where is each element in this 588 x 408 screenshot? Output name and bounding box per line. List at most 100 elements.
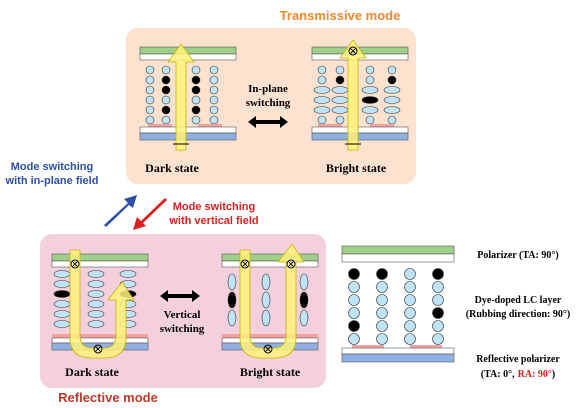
lc-molecule (317, 65, 327, 75)
lc-molecule (161, 95, 171, 105)
lc-molecule (348, 294, 360, 306)
legend-lc-line2: (Rubbing direction: 90°) (466, 309, 570, 320)
transmissive-title: Transmissive mode (280, 8, 401, 23)
lc-molecule (209, 95, 219, 105)
lc-molecule (53, 270, 71, 278)
top-glass (221, 260, 319, 268)
legend-lc-line1: Dye-doped LC layer (475, 295, 562, 306)
lc-molecules (313, 65, 401, 125)
lc-molecule (432, 268, 444, 280)
top-glass (51, 260, 149, 268)
lc-molecule (365, 65, 375, 75)
lc-molecule (383, 106, 401, 114)
lc-molecule (313, 96, 331, 104)
cross-circle-icon (348, 46, 358, 56)
bottom-polarizer (311, 132, 409, 141)
inplane-line2: with in-plane field (5, 175, 99, 187)
lc-molecule (191, 95, 201, 105)
lc-molecule (161, 85, 171, 95)
blue-up-arrow-icon (104, 195, 137, 227)
electrode (198, 124, 222, 127)
beam-arrow-icon (167, 43, 195, 151)
double-arrow-icon (248, 116, 288, 128)
legend-refl-line1: Reflective polarizer (476, 354, 560, 365)
vertical-line1: Mode switching (173, 201, 256, 213)
electrode (410, 345, 442, 348)
top-polarizer (51, 253, 149, 262)
reflective-dark-cell: Dark state (51, 249, 149, 379)
cross-circle-icon (263, 344, 273, 354)
legend-refl-prefix: (TA: 0°, (481, 369, 515, 380)
legend-refl-ra: RA: 90° (518, 369, 552, 380)
lc-molecule (161, 75, 171, 85)
lc-molecule (376, 294, 388, 306)
lc-molecule (376, 320, 388, 332)
lc-molecule (191, 85, 201, 95)
lc-molecule (227, 273, 237, 291)
electrode (318, 124, 342, 127)
lc-molecule (145, 65, 155, 75)
lc-molecule (404, 320, 416, 332)
legend-glass-swatch (341, 347, 455, 355)
beam-arrow-icon (239, 243, 305, 359)
double-arrow-icon (160, 290, 200, 302)
lc-molecule (365, 115, 375, 125)
lc-molecule (145, 85, 155, 95)
lc-molecules (227, 273, 309, 327)
lc-molecule (261, 309, 271, 327)
lc-molecule (432, 281, 444, 293)
lc-molecules (53, 270, 137, 328)
legend-glass-swatch (341, 253, 455, 263)
reflective-dark-label: Dark state (65, 365, 119, 379)
lc-molecule (387, 75, 397, 85)
lc-molecule (432, 333, 444, 345)
electrode (222, 334, 318, 338)
lc-molecule (209, 65, 219, 75)
lc-molecule (87, 280, 105, 288)
lc-molecule (317, 115, 327, 125)
lc-molecule (145, 75, 155, 85)
lc-molecule (145, 95, 155, 105)
lc-molecule (404, 333, 416, 345)
lc-molecule (261, 273, 271, 291)
reflective-panel: Reflective mode Dark state Vertical (40, 234, 326, 405)
lc-molecule (191, 65, 201, 75)
lc-molecule (348, 333, 360, 345)
transmissive-bright-cell: Bright state (311, 39, 409, 175)
lc-molecule (383, 86, 401, 94)
lc-molecule (227, 309, 237, 327)
electrode (148, 124, 172, 127)
lc-molecule (404, 281, 416, 293)
bottom-glass (311, 126, 409, 134)
switch-line1: Vertical (164, 309, 201, 321)
top-polarizer (221, 253, 319, 262)
lc-molecule (299, 273, 309, 291)
legend-refl-suffix: ) (552, 369, 555, 380)
legend: Polarizer (TA: 90°) Dye-doped LC layer (… (341, 245, 570, 380)
lc-molecule (317, 75, 327, 85)
vertical-line2: with vertical field (168, 215, 258, 227)
vertical-switching: Vertical switching (160, 290, 205, 335)
lc-molecule (387, 115, 397, 125)
lc-molecule (53, 300, 71, 308)
lc-molecule (53, 290, 71, 298)
lc-molecule (348, 281, 360, 293)
lc-molecule (432, 294, 444, 306)
beam-arrow-icon (69, 249, 135, 359)
lc-molecule (335, 115, 345, 125)
lc-molecule (313, 106, 331, 114)
lc-molecule (383, 96, 401, 104)
lc-molecule (376, 268, 388, 280)
lc-molecule (361, 96, 379, 104)
cross-circle-icon (93, 344, 103, 354)
red-down-arrow-icon (133, 198, 167, 230)
top-polarizer (139, 46, 237, 55)
lc-molecule (331, 106, 349, 114)
lc-molecule (432, 320, 444, 332)
electrode (52, 334, 148, 338)
lc-molecule (348, 268, 360, 280)
lc-molecule (119, 270, 137, 278)
lc-molecule (335, 65, 345, 75)
cross-circle-icon (70, 259, 80, 269)
transmissive-dark-cell: Dark state (139, 43, 237, 175)
